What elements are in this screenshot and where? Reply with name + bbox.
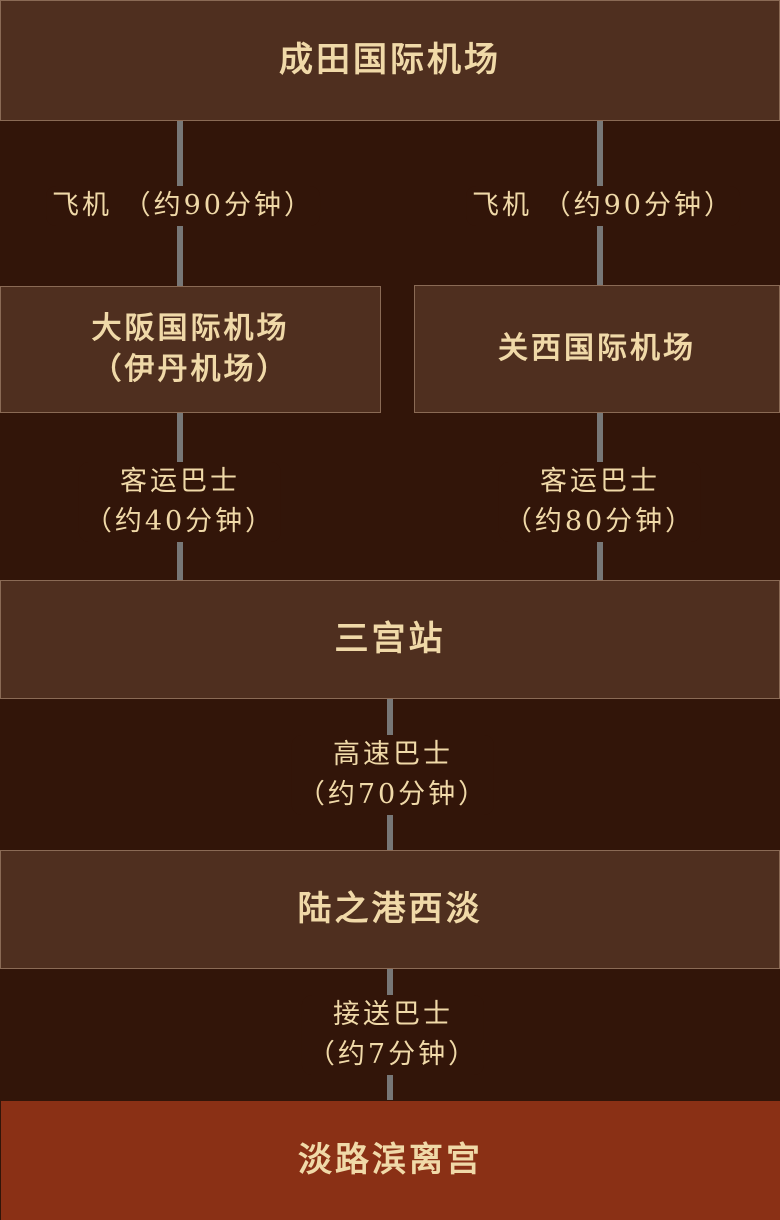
edge-label-kansai-sannomiya: 客运巴士 （约80分钟） xyxy=(498,462,702,542)
edge-label-narita-itami: 飞机 （约90分钟） xyxy=(46,186,320,226)
edge-text: 飞机 （约90分钟） xyxy=(52,190,314,221)
edge-mode: 客运巴士 xyxy=(539,466,660,497)
edge-time: （约70分钟） xyxy=(297,779,489,810)
node-label: 关西国际机场 xyxy=(498,330,696,366)
edge-label-riku-destination: 接送巴士 （约7分钟） xyxy=(301,995,485,1075)
node-narita: 成田国际机场 xyxy=(0,0,780,121)
edge-label-sannomiya-riku: 高速巴士 （约70分钟） xyxy=(291,735,495,815)
node-sublabel: （伊丹机场） xyxy=(91,351,290,387)
node-itami: 大阪国际机场 （伊丹机场） xyxy=(0,286,381,413)
edge-label-narita-kansai: 飞机 （约90分钟） xyxy=(466,186,740,226)
node-label: 陆之港西淡 xyxy=(297,888,483,929)
edge-label-itami-sannomiya: 客运巴士 （约40分钟） xyxy=(78,462,282,542)
node-destination: 淡路滨离宫 xyxy=(1,1101,780,1220)
node-rikunominato: 陆之港西淡 xyxy=(0,850,780,969)
edge-time: （约7分钟） xyxy=(307,1039,479,1070)
node-label: 大阪国际机场 xyxy=(91,311,290,346)
edge-text: 飞机 （约90分钟） xyxy=(472,190,734,221)
edge-mode: 接送巴士 xyxy=(333,999,453,1030)
edge-mode: 高速巴士 xyxy=(332,739,453,770)
edge-time: （约80分钟） xyxy=(504,506,696,537)
node-kansai: 关西国际机场 xyxy=(414,285,780,413)
edge-mode: 客运巴士 xyxy=(119,466,240,497)
node-label: 淡路滨离宫 xyxy=(298,1139,483,1180)
node-label: 成田国际机场 xyxy=(279,39,501,80)
node-sannomiya: 三宫站 xyxy=(0,580,780,699)
node-label: 三宫站 xyxy=(334,618,446,659)
edge-time: （约40分钟） xyxy=(84,506,276,537)
